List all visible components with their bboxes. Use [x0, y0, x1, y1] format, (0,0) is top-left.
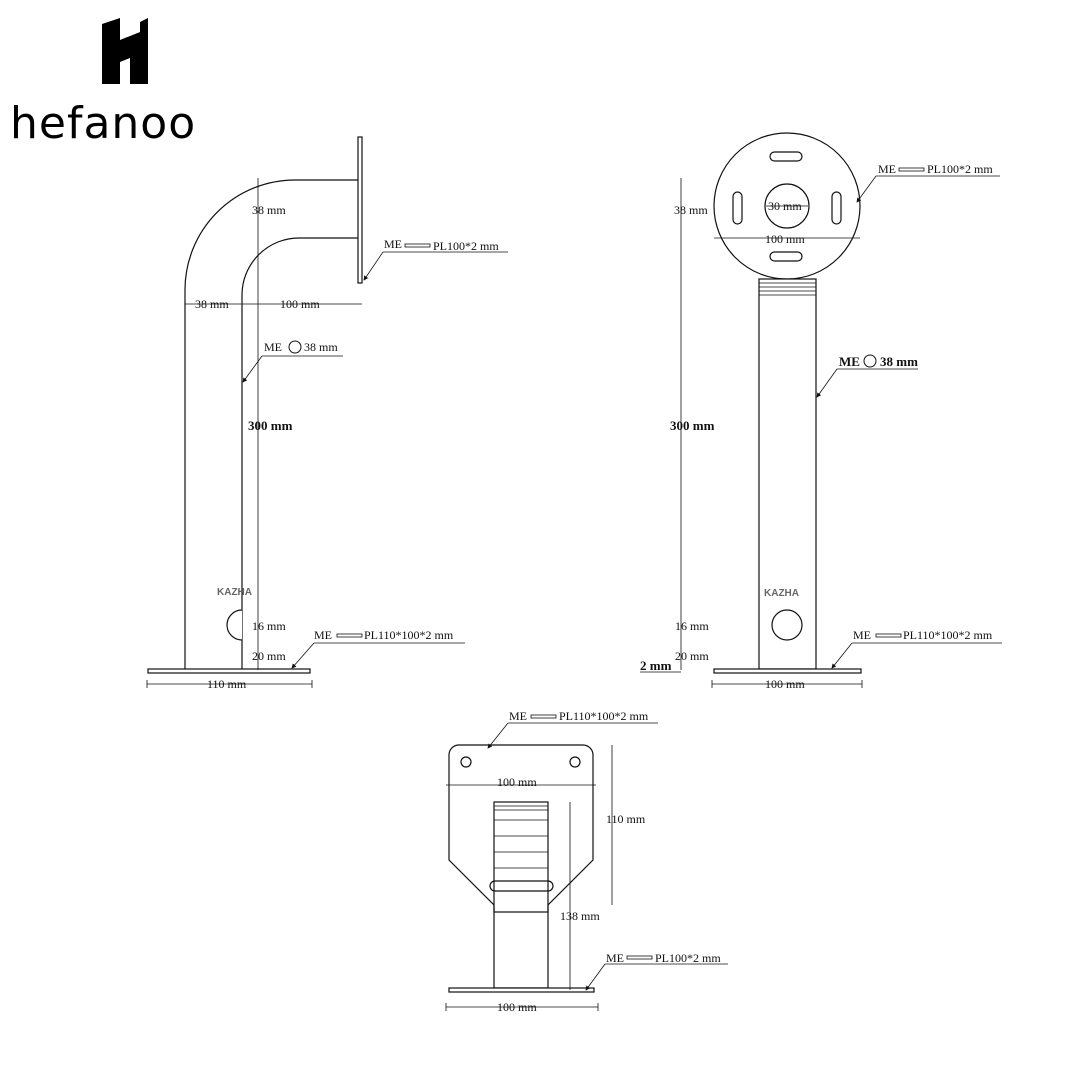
front-label-top-plate-prefix: ME	[878, 162, 896, 176]
side-label-tube: 38 mm	[304, 340, 338, 354]
side-dim-top-gap: 38 mm	[252, 203, 286, 217]
side-label-base: PL110*100*2 mm	[364, 628, 454, 642]
bottom-dim-plate-height: 110 mm	[606, 812, 646, 826]
side-dim-base-gap: 20 mm	[252, 649, 286, 663]
side-label-tube-prefix: ME	[264, 340, 282, 354]
front-label-tube-prefix: ME	[839, 354, 860, 369]
bottom-label-top: PL110*100*2 mm	[559, 709, 649, 723]
bottom-view	[445, 714, 728, 1011]
side-dim-height: 300 mm	[248, 418, 293, 433]
bottom-slot	[489, 880, 554, 892]
side-dim-arm-length: 100 mm	[280, 297, 320, 311]
bottom-screw-hole-left	[460, 756, 472, 768]
bottom-base-plate	[448, 987, 595, 993]
bottom-view-labels: ME PL110*100*2 mm 100 mm 110 mm 138 mm M…	[497, 709, 721, 1014]
side-dim-tube-left: 38 mm	[195, 297, 229, 311]
front-base-plate	[713, 668, 862, 674]
front-dim-plate-width: 100 mm	[765, 232, 805, 246]
front-slot-left	[732, 191, 743, 225]
front-slot-top	[769, 151, 803, 162]
front-dim-base-thickness: 2 mm	[640, 658, 672, 673]
front-dim-center-hole: 30 mm	[768, 199, 802, 213]
side-label-top-plate-prefix: ME	[384, 237, 402, 251]
front-dim-top-gap: 38 mm	[674, 203, 708, 217]
bottom-dim-height: 138 mm	[560, 909, 600, 923]
front-stamp: KAZHA	[764, 588, 799, 599]
front-view-labels: 38 mm 30 mm 100 mm 300 mm 16 mm 20 mm 2 …	[640, 162, 993, 691]
side-top-plate	[357, 136, 363, 284]
bottom-label-top-prefix: ME	[509, 709, 527, 723]
front-slot-bottom	[769, 251, 803, 262]
side-label-top-plate: PL100*2 mm	[433, 239, 499, 253]
side-view	[146, 136, 508, 688]
bottom-label-base: PL100*2 mm	[655, 951, 721, 965]
front-label-tube: 38 mm	[880, 354, 918, 369]
front-slot-right	[831, 191, 842, 225]
bottom-tube-threads	[493, 801, 549, 913]
side-view-labels: 38 mm 38 mm 100 mm 300 mm 16 mm 20 mm 11…	[195, 203, 499, 691]
front-label-base-prefix: ME	[853, 628, 871, 642]
side-dim-notch: 16 mm	[252, 619, 286, 633]
front-dim-notch: 16 mm	[675, 619, 709, 633]
front-dim-base-gap: 20 mm	[675, 649, 709, 663]
h-monogram-icon	[102, 18, 148, 84]
side-tube-outer	[184, 179, 360, 670]
front-dim-height: 300 mm	[670, 418, 715, 433]
front-label-top-plate: PL100*2 mm	[927, 162, 993, 176]
side-base-plate	[147, 668, 311, 674]
front-view	[640, 132, 1002, 688]
front-dim-base-width: 100 mm	[765, 677, 805, 691]
side-tube-inner	[241, 237, 360, 670]
bottom-dim-base-width: 100 mm	[497, 1000, 537, 1014]
brand-name: hefanoo	[10, 98, 197, 149]
side-label-base-prefix: ME	[314, 628, 332, 642]
front-center-hole	[764, 183, 810, 229]
bottom-dim-plate-width: 100 mm	[497, 775, 537, 789]
bottom-label-base-prefix: ME	[606, 951, 624, 965]
bottom-screw-hole-right	[569, 756, 581, 768]
side-dim-base-width: 110 mm	[207, 677, 247, 691]
side-stamp: KAZHA	[217, 587, 252, 598]
brand-logo: hefanoo	[10, 18, 240, 146]
front-label-base: PL110*100*2 mm	[903, 628, 993, 642]
front-cable-hole	[771, 609, 803, 641]
